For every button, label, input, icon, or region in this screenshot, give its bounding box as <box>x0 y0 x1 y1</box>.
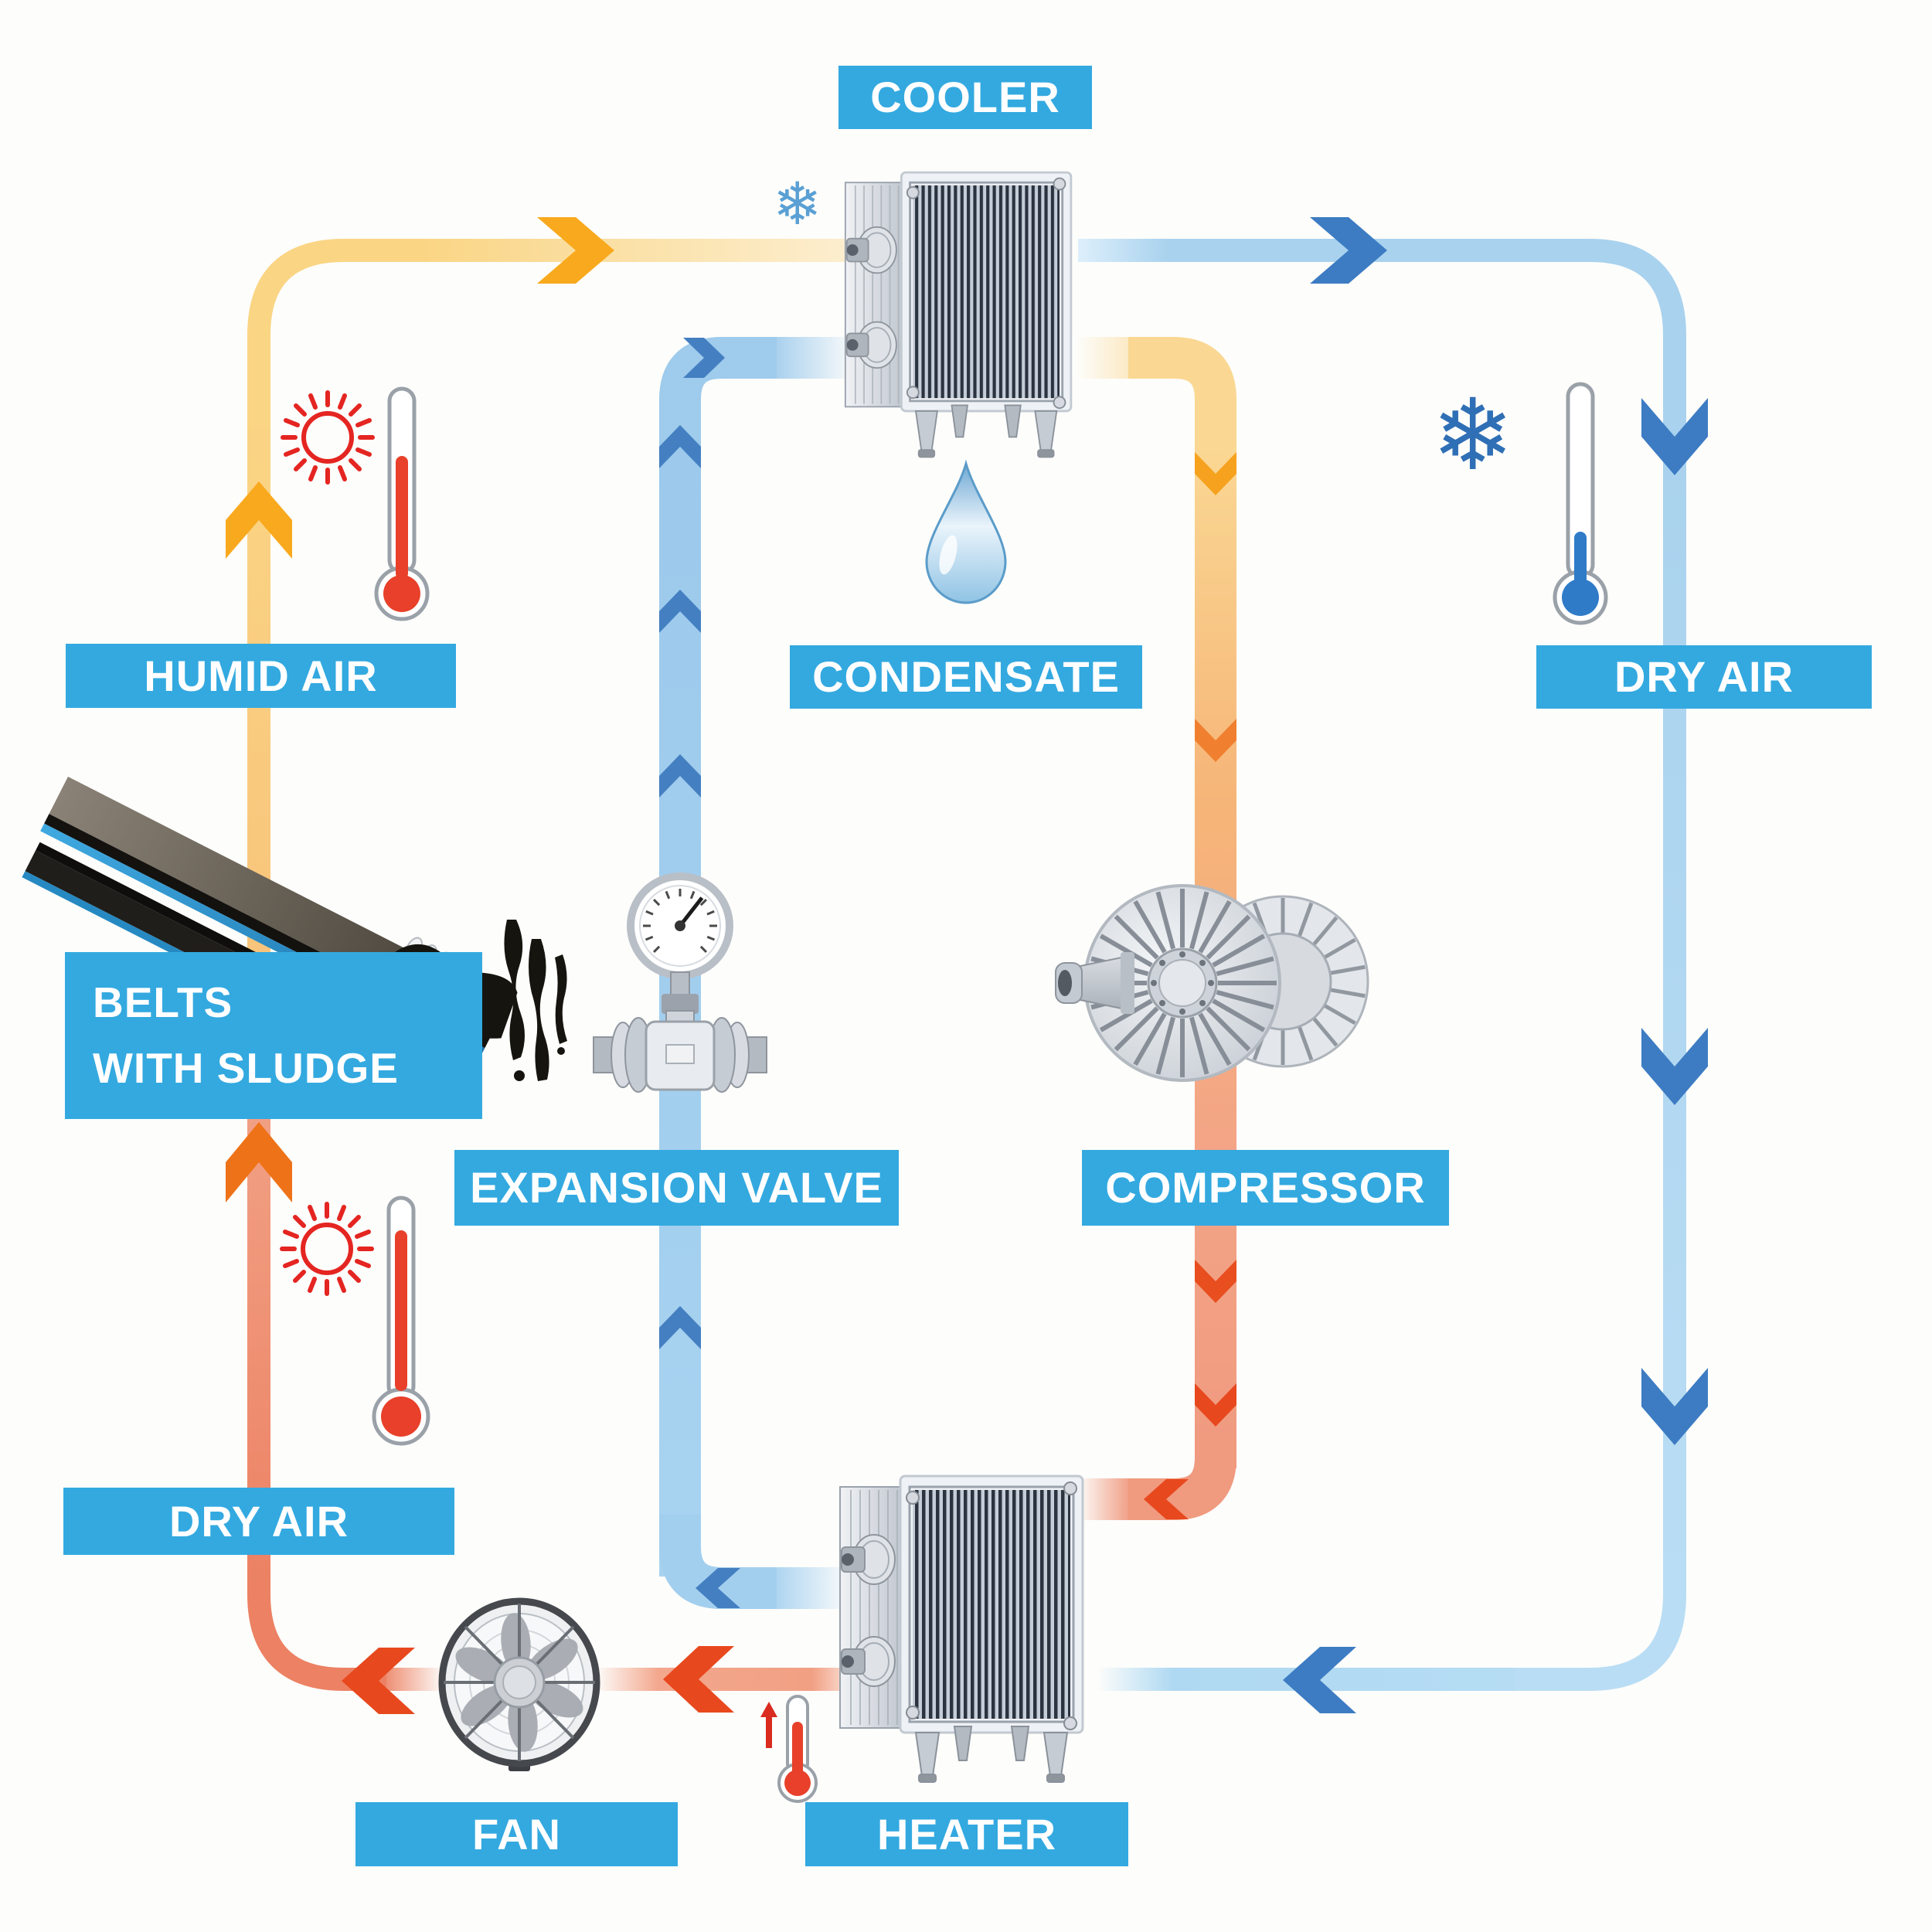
fan-label: FAN <box>355 1802 678 1866</box>
flow-arrow-left-icon <box>1283 1647 1356 1713</box>
flow-arrow-down-icon <box>1641 398 1708 475</box>
flow-arrow-up-icon <box>659 754 701 798</box>
flow-arrow-up-icon <box>659 1306 701 1349</box>
dry-air-right-label-text: DRY AIR <box>1614 652 1794 701</box>
thermometer-hot-icon <box>374 386 430 621</box>
flow-arrow-left-icon <box>1144 1479 1189 1519</box>
flow-arrow-up-icon <box>226 1122 292 1202</box>
flow-arrow-right-icon <box>537 217 614 284</box>
flow-arrow-down-icon <box>1641 1028 1708 1105</box>
expansion-valve-label: EXPANSION VALVE <box>454 1150 899 1226</box>
cold-dry-air-path <box>1078 217 1708 1713</box>
humid-air-label-text: HUMID AIR <box>144 651 378 700</box>
expansion-valve-label-text: EXPANSION VALVE <box>470 1163 883 1212</box>
humid-air-label: HUMID AIR <box>66 644 456 708</box>
condensate-label: CONDENSATE <box>790 645 1142 709</box>
flow-arrow-down-icon <box>1195 452 1236 495</box>
belts-label-line1: BELTS <box>93 978 233 1026</box>
expansion-valve-image <box>593 872 767 1093</box>
heater-label: HEATER <box>805 1802 1128 1866</box>
sun-icon <box>280 1202 374 1296</box>
dry-air-right-label: DRY AIR <box>1536 645 1872 709</box>
compressor-image <box>1055 884 1369 1082</box>
flow-arrow-down-icon <box>1195 1383 1236 1427</box>
flow-arrow-up-icon <box>226 481 292 559</box>
water-drop-icon <box>925 459 1007 604</box>
flow-arrow-down-icon <box>1195 719 1236 762</box>
compressor-label-text: COMPRESSOR <box>1105 1163 1426 1212</box>
flow-arrow-left-icon <box>696 1568 740 1608</box>
flow-arrow-left-icon <box>663 1646 734 1713</box>
thermometer-cold-icon <box>1553 382 1608 625</box>
fan-label-text: FAN <box>472 1809 561 1859</box>
belts-with-sludge-label: BELTS WITH SLUDGE <box>65 952 482 1119</box>
thermometer-rising-icon <box>760 1695 818 1803</box>
flow-arrow-up-icon <box>659 425 701 468</box>
cooler-label: COOLER <box>838 66 1092 129</box>
heater-device-image <box>838 1475 1084 1784</box>
humid-air-path <box>226 217 854 966</box>
fan-image <box>438 1597 600 1771</box>
dry-air-left-label-text: DRY AIR <box>168 1496 349 1546</box>
flow-arrow-left-icon <box>342 1648 415 1714</box>
flow-arrow-right-icon <box>683 338 725 378</box>
dry-air-left-label: DRY AIR <box>63 1488 454 1555</box>
snowflake-icon: ❄ <box>773 169 822 238</box>
belts-label-line2: WITH SLUDGE <box>93 1044 399 1092</box>
flow-arrow-down-icon <box>1195 1260 1236 1303</box>
snowflake-icon: ❄ <box>1431 378 1515 493</box>
sun-icon <box>281 390 375 485</box>
flow-arrow-up-icon <box>659 590 701 633</box>
heater-label-text: HEATER <box>876 1809 1057 1859</box>
flow-arrow-right-icon <box>1310 217 1387 284</box>
rising-arrow-icon <box>760 1702 777 1748</box>
compressor-label: COMPRESSOR <box>1082 1150 1449 1226</box>
flow-arrow-down-icon <box>1641 1368 1708 1445</box>
cooler-label-text: COOLER <box>870 73 1060 121</box>
condensate-label-text: CONDENSATE <box>812 652 1120 701</box>
thermometer-hot-icon <box>372 1196 430 1446</box>
cooler-device-image <box>844 171 1073 458</box>
